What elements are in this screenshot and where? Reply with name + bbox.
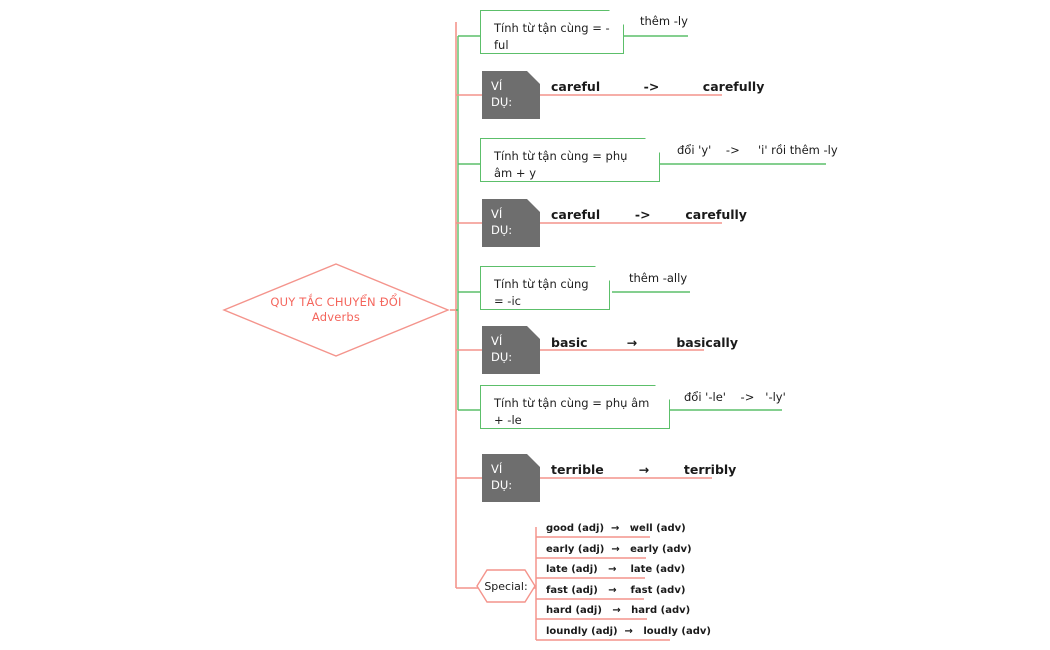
fold-corner-icon bbox=[527, 199, 540, 212]
rule-note-3-text: Tính từ tận cùng = -ic bbox=[494, 277, 589, 308]
special-item-5: hard (adj) → hard (adv) bbox=[546, 605, 691, 616]
example-badge-line1: VÍ bbox=[491, 79, 503, 93]
fold-corner-icon bbox=[655, 385, 670, 400]
rule-note-4-text: Tính từ tận cùng = phụ âm + -le bbox=[494, 396, 650, 427]
rule-note-3[interactable]: Tính từ tận cùng = -ic bbox=[480, 266, 610, 310]
example-badge-line2: DỤ: bbox=[491, 478, 513, 492]
central-subtitle: Adverbs bbox=[311, 310, 361, 324]
rule-result-4: đổi '-le' -> '-ly' bbox=[684, 390, 786, 404]
fold-corner-icon bbox=[527, 454, 540, 467]
example-row-3: basic → basically bbox=[551, 335, 738, 350]
rule-note-4[interactable]: Tính từ tận cùng = phụ âm + -le bbox=[480, 385, 670, 429]
rule-result-3: thêm -ally bbox=[629, 271, 688, 285]
special-item-4: fast (adj) → fast (adv) bbox=[546, 585, 686, 596]
example-badge-line2: DỤ: bbox=[491, 350, 513, 364]
fold-corner-icon bbox=[527, 71, 540, 84]
fold-corner-icon bbox=[645, 138, 660, 153]
fold-corner-icon bbox=[609, 10, 624, 25]
rule-note-2[interactable]: Tính từ tận cùng = phụ âm + y bbox=[480, 138, 660, 182]
fold-corner-icon bbox=[527, 326, 540, 339]
special-item-6: loundly (adj) → loudly (adv) bbox=[546, 626, 711, 637]
example-badge-line2: DỤ: bbox=[491, 223, 513, 237]
rule-result-1: thêm -ly bbox=[640, 14, 688, 28]
example-badge-line1: VÍ bbox=[491, 334, 503, 348]
example-badge-line1: VÍ bbox=[491, 462, 503, 476]
hexagon-shape bbox=[476, 569, 536, 603]
rule-note-1-text: Tính từ tận cùng = -ful bbox=[494, 21, 610, 52]
example-row-1: careful -> carefully bbox=[551, 79, 765, 94]
rule-note-2-text: Tính từ tận cùng = phụ âm + y bbox=[494, 149, 628, 180]
special-item-3: late (adj) → late (adv) bbox=[546, 564, 686, 575]
example-badge-4[interactable]: VÍ DỤ: bbox=[482, 454, 540, 502]
example-row-2: careful -> carefully bbox=[551, 207, 747, 222]
rule-result-2: đổi 'y' -> 'i' rồi thêm -ly bbox=[677, 143, 838, 157]
example-badge-2[interactable]: VÍ DỤ: bbox=[482, 199, 540, 247]
special-node[interactable]: Special: bbox=[476, 569, 536, 603]
diamond-shape bbox=[222, 263, 450, 357]
central-title: QUY TẮC CHUYỂN ĐỔI bbox=[270, 295, 402, 309]
example-badge-3[interactable]: VÍ DỤ: bbox=[482, 326, 540, 374]
example-badge-1[interactable]: VÍ DỤ: bbox=[482, 71, 540, 119]
example-row-4: terrible → terribly bbox=[551, 462, 737, 477]
central-node-label: QUY TẮC CHUYỂN ĐỔI Adverbs bbox=[222, 262, 450, 358]
special-item-1: good (adj) → well (adv) bbox=[546, 523, 686, 534]
example-badge-line1: VÍ bbox=[491, 207, 503, 221]
rule-note-1[interactable]: Tính từ tận cùng = -ful bbox=[480, 10, 624, 54]
central-node[interactable]: QUY TẮC CHUYỂN ĐỔI Adverbs bbox=[222, 262, 450, 358]
special-node-label: Special: bbox=[484, 579, 528, 593]
special-item-2: early (adj) → early (adv) bbox=[546, 544, 692, 555]
fold-corner-icon bbox=[595, 266, 610, 281]
example-badge-line2: DỤ: bbox=[491, 95, 513, 109]
